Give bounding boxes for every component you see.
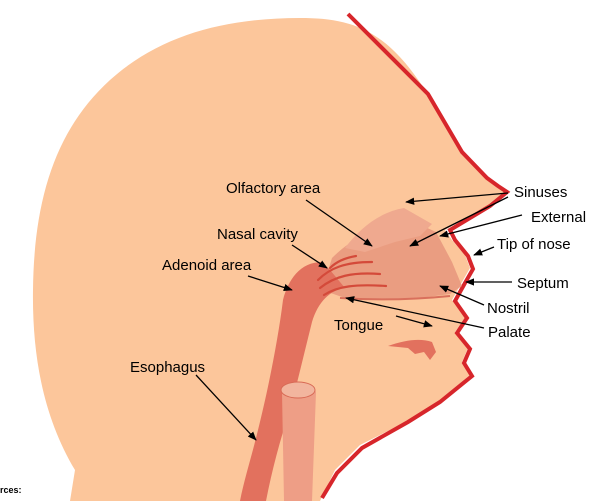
label-olfactory-area: Olfactory area — [226, 180, 321, 197]
label-adenoid-area: Adenoid area — [162, 257, 252, 274]
label-septum: Septum — [517, 275, 569, 292]
sources-label: rces: — [0, 485, 22, 495]
esophagus-tube — [282, 382, 316, 501]
label-nostril: Nostril — [487, 300, 530, 317]
label-esophagus: Esophagus — [130, 359, 205, 376]
esophagus-opening — [281, 382, 315, 398]
label-palate: Palate — [488, 324, 531, 341]
label-external: External — [531, 209, 586, 226]
label-nasal-cavity: Nasal cavity — [217, 226, 298, 243]
label-tip-of-nose: Tip of nose — [497, 236, 571, 253]
label-tongue: Tongue — [334, 317, 383, 334]
label-sinuses: Sinuses — [514, 184, 567, 201]
